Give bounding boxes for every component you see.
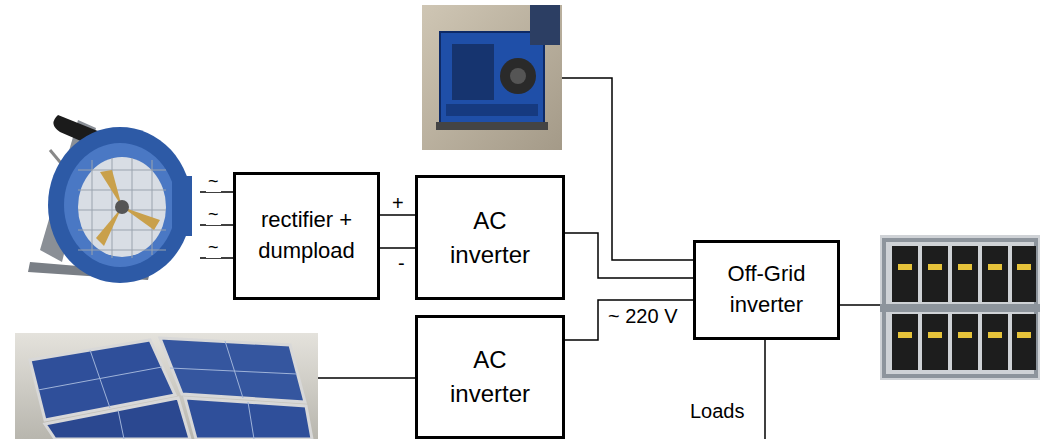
connector-wire (380, 214, 415, 216)
turbine-photo (28, 115, 192, 283)
load-label: Loads (688, 400, 747, 422)
wire (200, 78, 880, 439)
box-label: AC inverter (435, 343, 545, 410)
box-label: AC inverter (435, 204, 545, 271)
ac-phase-symbol: ~ (206, 205, 221, 225)
connector-wire (380, 247, 415, 249)
box-label: Off-Grid inverter (712, 259, 822, 321)
connector-wire (565, 233, 693, 278)
process-box: AC inverter (415, 315, 565, 439)
connector-wire (565, 300, 693, 340)
generator-photo (422, 5, 562, 150)
solar-panel-photo (15, 333, 318, 439)
process-box: AC inverter (415, 175, 565, 300)
polarity-label: ~ 220 V (606, 305, 680, 327)
ac-phase-symbol: ~ (206, 238, 221, 258)
process-box: Off-Grid inverter (693, 240, 840, 340)
battery-photo (880, 235, 1040, 380)
box-label: rectifier + dumpload (257, 205, 357, 267)
process-box: rectifier + dumpload (233, 172, 380, 300)
ac-phase-symbol: ~ (206, 172, 221, 192)
polarity-label: - (396, 252, 407, 274)
polarity-label: + (390, 192, 406, 214)
